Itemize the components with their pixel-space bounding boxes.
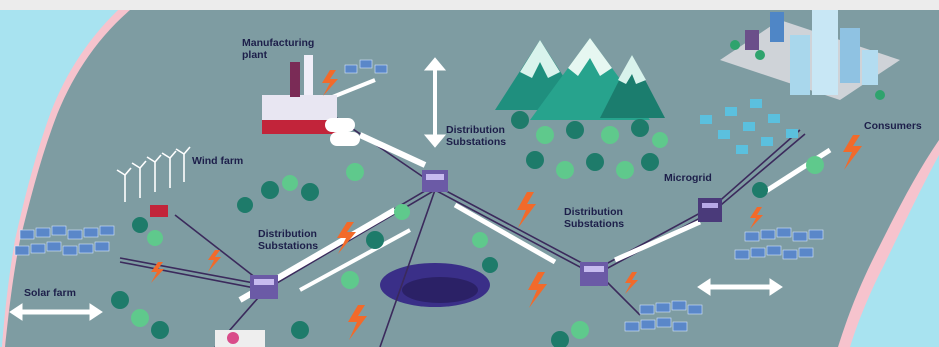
label-microgrid: Microgrid [664, 172, 712, 184]
left-sea [0, 10, 118, 347]
label-distribution-substations-left: Distribution Substations [258, 228, 319, 252]
label-distribution-substations-top: Distribution Substations [446, 124, 507, 148]
right-sea [850, 155, 939, 347]
solar-panels [14, 59, 824, 332]
trees [111, 111, 824, 347]
substation-top [422, 170, 448, 192]
manufacturing-plant [262, 55, 360, 146]
substation-left [250, 275, 278, 299]
substation-right [580, 262, 608, 286]
label-manufacturing-plant: Manufacturing plant [242, 37, 315, 61]
wind-farm-building [150, 205, 168, 217]
city [720, 10, 900, 100]
wind-turbines [116, 146, 191, 202]
microgrid-building [698, 198, 722, 222]
lightning-bolts [151, 70, 862, 340]
houses [700, 99, 798, 154]
label-distribution-substations-right: Distribution Substations [564, 206, 625, 230]
label-wind-farm: Wind farm [192, 155, 244, 167]
label-consumers: Consumers [864, 120, 922, 132]
power-plant [215, 330, 265, 347]
mountains [495, 38, 665, 120]
label-solar-farm: Solar farm [24, 287, 76, 299]
